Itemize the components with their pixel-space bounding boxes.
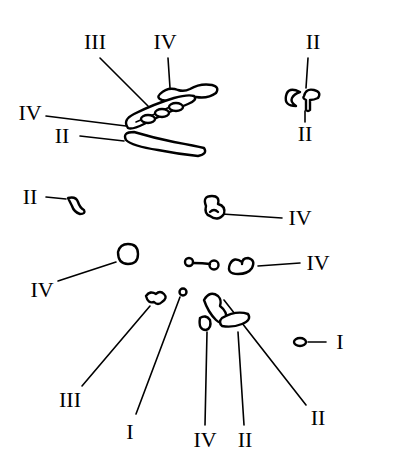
chromosome-label: I [125,421,134,443]
chromosome-label: IV [305,252,330,274]
chromosome-label: IV [29,279,54,301]
chromosome-label: II [297,123,314,145]
chromosome-label: I [335,331,344,353]
chromosome-label: III [83,31,107,53]
chromosome-label: IV [287,207,312,229]
chromosome-label: III [58,389,82,411]
chromosome-label: II [305,31,322,53]
chromosome-label: IV [17,102,42,124]
chromosome-label: IV [152,31,177,53]
chromosome-label: II [22,186,39,208]
chromosome-label: II [237,429,254,451]
chromosome-label: II [54,125,71,147]
chromosome-label: II [310,407,327,429]
chromosome-label: IV [192,429,217,451]
